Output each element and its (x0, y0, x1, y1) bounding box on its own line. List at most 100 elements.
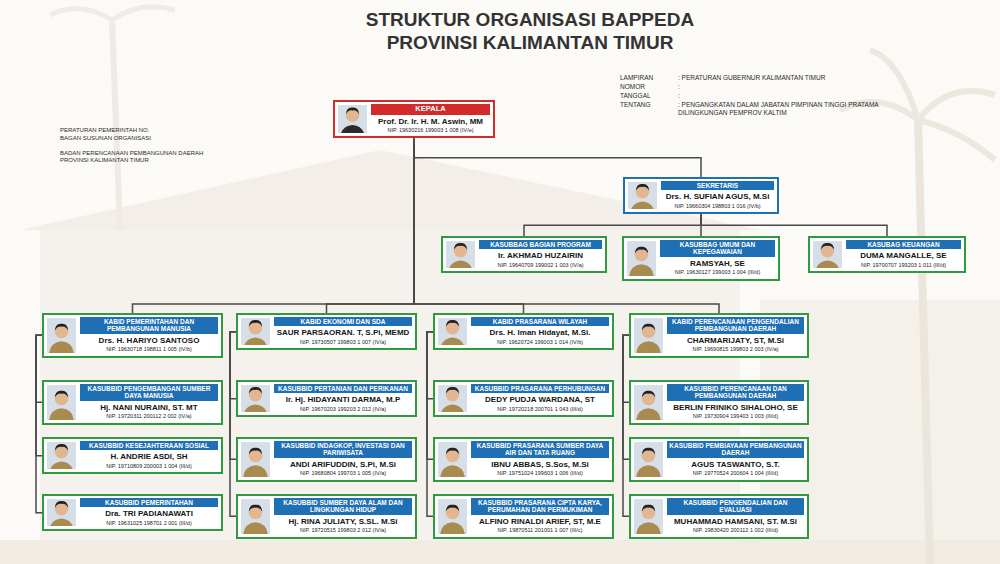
portrait-hair (642, 324, 656, 331)
portrait-photo (813, 241, 842, 268)
portrait-body (243, 465, 268, 477)
portrait-body (636, 465, 661, 477)
chart-title: STRUKTUR ORGANISASI BAPPEDA PROVINSI KAL… (330, 8, 730, 54)
portrait-ground (241, 499, 270, 534)
decree-note: : PENGANGKATAN DALAM JABATAN PIMPINAN TI… (678, 101, 893, 117)
official-name: Drs. H. HARIYO SANTOSO (80, 336, 218, 345)
building-floor (0, 540, 1000, 564)
position-title: KASUBBID PRASARANA PERHUBUNGAN (471, 384, 609, 393)
official-name: IBNU ABBAS, S.Sos, M.Si (471, 460, 609, 469)
nip-number: NIP. 19630216 199003 1 008 (IV/e) (371, 127, 490, 134)
portrait-body (448, 260, 473, 268)
position-title: KABID PEMERINTAHAN DAN PEMBANGUNAN MANUS… (80, 317, 218, 334)
official-name: Hj. RINA JULIATY, S.SL. M.Si (274, 517, 412, 526)
portrait-hair (635, 247, 649, 254)
official-name: Ir. Hj. HIDAYANTI DARMA, M.P (274, 395, 412, 404)
portrait-ground (438, 499, 467, 534)
decree-note: : (678, 92, 718, 100)
official-name: ALFINO RINALDI ARIEF, ST, M.E (471, 517, 609, 526)
decree-note: PERATURAN PEMERINTAH NO. (60, 127, 260, 134)
position-box: KASUBBID KESEJAHTERAAN SOSIAL H. ANDRIE A… (42, 437, 223, 474)
portrait-photo (47, 442, 76, 469)
portrait-hair (446, 320, 460, 327)
official-name: SAUR PARSAORAN. T, S.Pi, MEMD (274, 328, 412, 337)
palm-fronds (50, 7, 175, 20)
portrait-ground (47, 318, 76, 353)
position-box: KASUBBID PENGEMBANGAN SUMBER DAYA MANUSI… (42, 380, 223, 425)
portrait-body (49, 341, 74, 353)
nip-number: NIP. 19680804 199703 1 005 (IV/a) (274, 470, 412, 477)
position-title: KASUBBID PENGEMBANGAN SUMBER DAYA MANUSI… (80, 384, 218, 401)
portrait-body (243, 337, 268, 345)
portrait-hair (454, 243, 468, 250)
org-connector (701, 214, 887, 236)
portrait-photo (438, 385, 467, 412)
portrait-photo (634, 442, 663, 477)
portrait-hair (642, 391, 656, 398)
decree-note: TANGGAL (620, 92, 676, 100)
position-title: SEKRETARIS (661, 181, 774, 190)
portrait-body (440, 465, 465, 477)
position-title: KASUBBID KESEJAHTERAAN SOSIAL (80, 441, 218, 450)
portrait-ground (634, 499, 663, 534)
portrait-hair (249, 505, 263, 512)
portrait-body (440, 337, 465, 345)
portrait-hair (249, 387, 263, 394)
position-box: KABID PEMERINTAHAN DAN PEMBANGUNAN MANUS… (42, 313, 223, 358)
nip-number: NIP. 19720311 200112 2 002 (IV/a) (80, 413, 218, 420)
portrait-photo (241, 318, 270, 345)
portrait-photo (628, 182, 657, 209)
portrait-body (440, 404, 465, 412)
official-name: Ir. AKHMAD HUZAIRIN (479, 251, 602, 260)
portrait-hair (642, 448, 656, 455)
position-box: KASUBBID PRASARANA PERHUBUNGANDEDY PUDJA… (433, 380, 614, 417)
position-box: KASUBBID PRASARANA CIPTA KARYA, PERUMAHA… (433, 494, 614, 539)
portrait-photo (338, 105, 367, 133)
official-name: H. ANDRIE ASDI, SH (80, 452, 218, 461)
position-title: KASUBBID SUMBER DAYA ALAM DAN LINGKUNGAN… (274, 498, 412, 515)
portrait-photo (446, 241, 475, 268)
official-name: Hj. NANI NURAINI, ST. MT (80, 403, 218, 412)
portrait-body (49, 461, 74, 469)
decree-note: BADAN PERENCANAAN PEMBANGUNAN DAERAH PRO… (60, 150, 230, 164)
portrait-ground (241, 385, 270, 412)
org-connector (133, 138, 415, 313)
official-name: Dra. TRI PADIANAWATI (80, 509, 218, 518)
portrait-body (630, 201, 655, 209)
building-roof (20, 150, 760, 230)
portrait-hair (249, 320, 263, 327)
portrait-hair (55, 501, 69, 508)
portrait-body (49, 518, 74, 526)
position-box: KASUBAG KEUANGANDUMA MANGALLE, SENIP. 19… (808, 236, 966, 273)
palm-trunk (918, 120, 930, 564)
portrait-body (243, 404, 268, 412)
position-title: KASUBBID PENGENDALIAN DAN EVALUASI (667, 498, 804, 515)
nip-number: NIP. 19720218 200701 1 043 (III/d) (471, 406, 609, 413)
decree-note: LAMPIRAN (620, 74, 676, 82)
official-name: DUMA MANGALLE, SE (846, 251, 961, 260)
portrait-hair (642, 505, 656, 512)
portrait-ground (241, 442, 270, 477)
portrait-ground (47, 442, 76, 469)
portrait-photo (241, 499, 270, 534)
position-title: KASUBBID PERENCANAAN DAN PEMBANGUNAN DAE… (667, 384, 804, 401)
org-connector (623, 335, 629, 516)
portrait-ground (446, 241, 475, 268)
portrait-ground (241, 318, 270, 345)
portrait-ground (338, 105, 367, 133)
official-name: Drs. H. SUFIAN AGUS, M.Si (661, 192, 774, 201)
official-name: BERLIN FRINIKO SIHALOHO, SE (667, 403, 804, 412)
nip-number: NIP. 19720515 199803 2 012 (IV/a) (274, 527, 412, 534)
portrait-ground (634, 318, 663, 353)
portrait-photo (241, 385, 270, 412)
nip-number: NIP. 19730507 199803 1 007 (IV/a) (274, 339, 412, 346)
position-title: KASUBBAG BAGIAN PROGRAM (479, 240, 602, 249)
portrait-body (629, 264, 654, 276)
position-box: KASUBBID PERENCANAAN DAN PEMBANGUNAN DAE… (629, 380, 809, 425)
portrait-hair (446, 448, 460, 455)
decree-note: NOMOR (620, 83, 676, 91)
position-box: KASUBBID PEMERINTAHANDra. TRI PADIANAWAT… (42, 494, 223, 531)
nip-number: NIP. 19631025 198701 2 001 (III/d) (80, 520, 218, 527)
